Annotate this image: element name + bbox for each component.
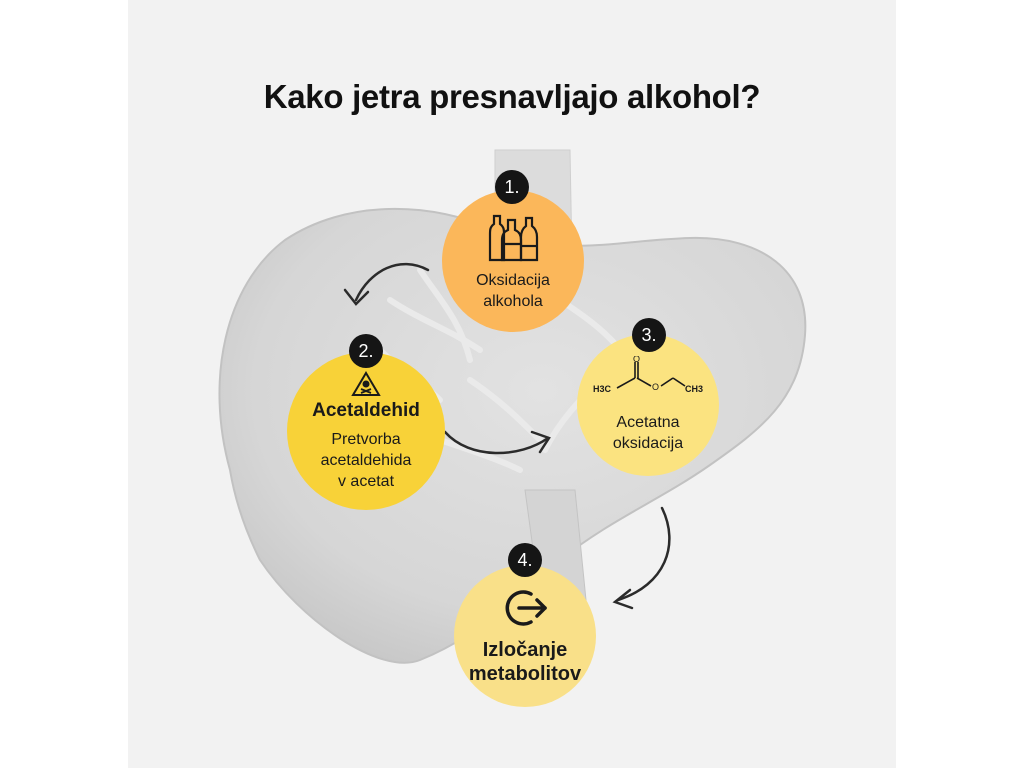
exit-arrow-icon — [505, 590, 547, 626]
arrow-2-to-3-head — [530, 430, 551, 454]
arrow-1-to-2-head — [343, 288, 370, 306]
step-2-badge: 2. — [349, 334, 383, 368]
step-3-caption: Acetatna oksidacija — [612, 414, 684, 452]
svg-text:H3C: H3C — [593, 384, 612, 394]
arrow-3-to-4-head — [612, 588, 634, 610]
step-4-circle: Izločanje metabolitov — [454, 565, 596, 707]
step-3-badge: 3. — [632, 318, 666, 352]
arrow-1-to-2 — [354, 262, 430, 302]
arrow-2-to-3 — [443, 430, 550, 455]
ethyl-acetate-structure-icon: O O H3C CH3 — [593, 356, 703, 394]
alcohol-bottles-icon — [488, 214, 539, 262]
step-1-caption: Oksidacija alkohola — [476, 272, 550, 310]
step-4-badge: 4. — [508, 543, 542, 577]
step-1-circle: Oksidacija alkohola — [442, 190, 584, 332]
step-2-caption: Pretvorba acetaldehida v acetat — [320, 430, 412, 490]
toxic-warning-icon — [351, 370, 381, 396]
step-1-badge: 1. — [495, 170, 529, 204]
step-4-caption: Izločanje metabolitov — [468, 639, 582, 685]
step-2-heading: Acetaldehid — [312, 399, 420, 421]
page-title: Kako jetra presnavljajo alkohol? — [263, 78, 761, 115]
svg-text:O: O — [652, 382, 659, 392]
arrow-3-to-4 — [616, 506, 671, 602]
step-2-circle: Acetaldehid Pretvorba acetaldehida v ace… — [287, 352, 445, 510]
svg-text:O: O — [633, 356, 640, 364]
step-3-circle: O O H3C CH3 Acetatna oksidacija — [577, 334, 719, 476]
svg-text:CH3: CH3 — [685, 384, 703, 394]
flow-arrows — [343, 262, 671, 610]
